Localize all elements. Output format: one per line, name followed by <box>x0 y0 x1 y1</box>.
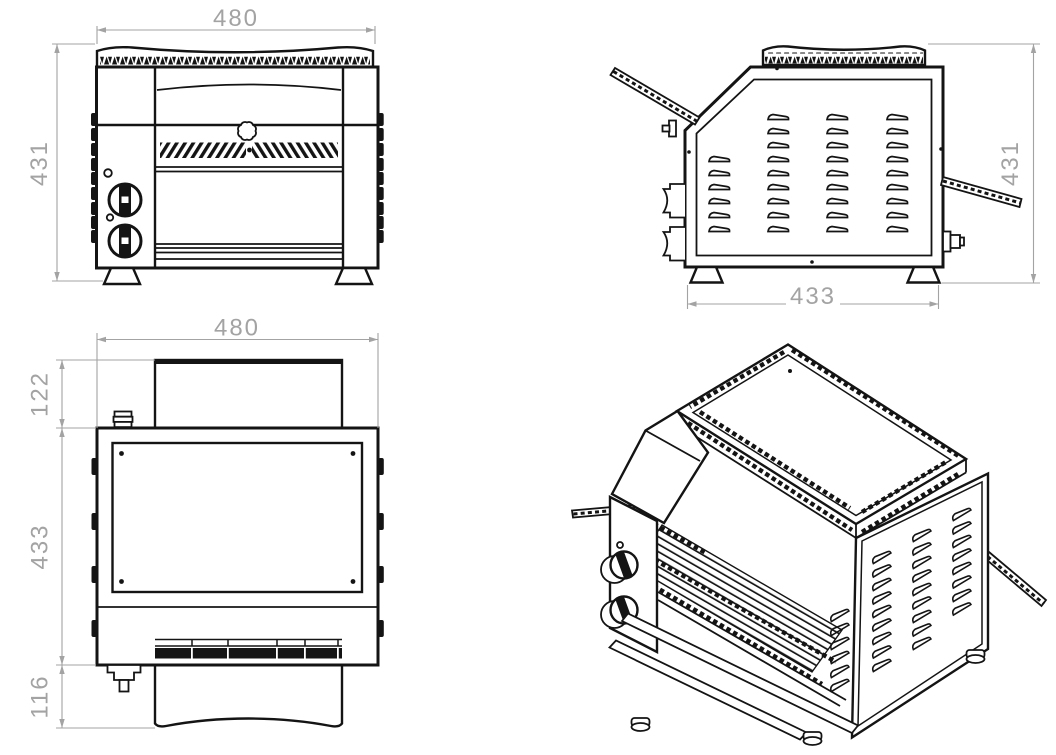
infeed-ramp <box>609 66 701 126</box>
vent-hatch-right <box>252 142 338 158</box>
foot-right <box>334 266 374 286</box>
iso-outfeed-ramp-rack <box>986 555 1045 606</box>
infeed-conveyor-top <box>153 358 344 430</box>
infeed-ramp-rack <box>612 70 698 123</box>
iso-tray-chain-texture <box>688 348 962 514</box>
iso-conveyor-rails <box>657 591 847 707</box>
heat-knob-grip-slot <box>121 237 129 244</box>
outfeed-ramp-rack <box>942 179 1021 205</box>
plate-screw <box>119 579 124 584</box>
iso-feet <box>630 649 986 746</box>
body-front <box>95 65 380 270</box>
conveyor-strip-lines <box>155 638 342 647</box>
drive-band-separators <box>191 648 339 659</box>
cable-gland <box>942 230 965 253</box>
panel-screw <box>687 150 691 154</box>
vent-hatch-left <box>160 142 246 158</box>
dimension-top-width: 480 <box>96 315 379 428</box>
dimension-front-height: 431 <box>26 43 103 282</box>
iso-conveyor-chain-lower <box>638 576 824 686</box>
bread-tray-front <box>95 45 375 69</box>
panel-screw <box>810 260 814 264</box>
foot-left-side <box>688 265 725 284</box>
top-view: 480 122 433 116 <box>27 315 384 729</box>
iso-right-face-inner <box>857 480 983 728</box>
foot-left <box>102 266 142 286</box>
dim-label-top-outfeed: 116 <box>27 674 54 718</box>
tray-chain-pattern-side <box>765 52 923 64</box>
gland-top <box>112 410 134 428</box>
conveyor-return-lines <box>155 243 343 260</box>
bread-tray-side <box>761 45 927 67</box>
iso-conveyor-chain-upper <box>646 554 838 664</box>
dim-label-side-height: 431 <box>997 140 1024 186</box>
iso-tray-screw <box>788 369 792 373</box>
front-view: 480 431 <box>26 5 384 286</box>
vent-center-dot <box>247 147 252 153</box>
drive-motor-shaft <box>118 679 130 693</box>
conveyor-drive-band <box>155 648 342 659</box>
iso-hood-fold <box>645 429 701 462</box>
dimension-front-width: 480 <box>96 5 376 44</box>
top-cover-plate <box>111 441 364 594</box>
dimension-side-depth: 433 <box>686 283 940 310</box>
isometric-view <box>570 343 1048 746</box>
side-view: 433 431 <box>609 43 1040 310</box>
indicator-light-bottom <box>105 213 115 222</box>
plate-screw <box>350 579 356 584</box>
panel-screw <box>775 66 779 71</box>
dim-label-front-height: 431 <box>26 140 53 186</box>
iso-outfeed-ramp <box>983 550 1048 608</box>
dim-label-top-depth: 433 <box>27 523 54 569</box>
plate-screw <box>350 451 356 456</box>
heat-knob-profile[interactable] <box>661 226 686 262</box>
iso-base-bar-upper <box>620 612 860 735</box>
timer-knob-profile[interactable] <box>661 183 686 219</box>
iso-hood <box>610 409 710 525</box>
panel-screw <box>939 147 943 151</box>
ramp-bracket-pin <box>661 124 671 133</box>
heater-lines <box>155 166 343 173</box>
side-louvers <box>708 113 909 233</box>
iso-timer-knob-grip[interactable] <box>615 551 633 579</box>
iso-tray-rim <box>676 411 967 540</box>
conveyor-strip-ticks <box>191 639 339 646</box>
center-knob-clover <box>237 121 257 141</box>
timer-knob-grip-slot <box>121 196 129 203</box>
iso-indicator-light <box>616 541 624 549</box>
dim-label-side-depth: 433 <box>790 283 836 310</box>
iso-tray-rim-chain <box>686 421 960 534</box>
body-side <box>683 65 945 269</box>
dim-label-top-width: 480 <box>214 315 260 342</box>
tray-chain-pattern <box>100 54 370 66</box>
toast-guide-curve <box>156 83 342 91</box>
plate-screw <box>119 451 124 456</box>
dim-label-front-width: 480 <box>213 5 259 32</box>
dimension-top-left-stack: 122 433 116 <box>27 359 155 729</box>
outfeed-conveyor-top <box>153 665 344 728</box>
iso-tray-inner <box>691 354 953 517</box>
indicator-light-top <box>103 168 113 178</box>
foot-right-side <box>905 265 942 284</box>
drive-motor-mount <box>106 664 142 681</box>
dimension-side-height: 431 <box>928 43 1040 284</box>
dim-label-top-infeed: 122 <box>27 371 54 417</box>
side-panel-inner <box>695 78 933 257</box>
